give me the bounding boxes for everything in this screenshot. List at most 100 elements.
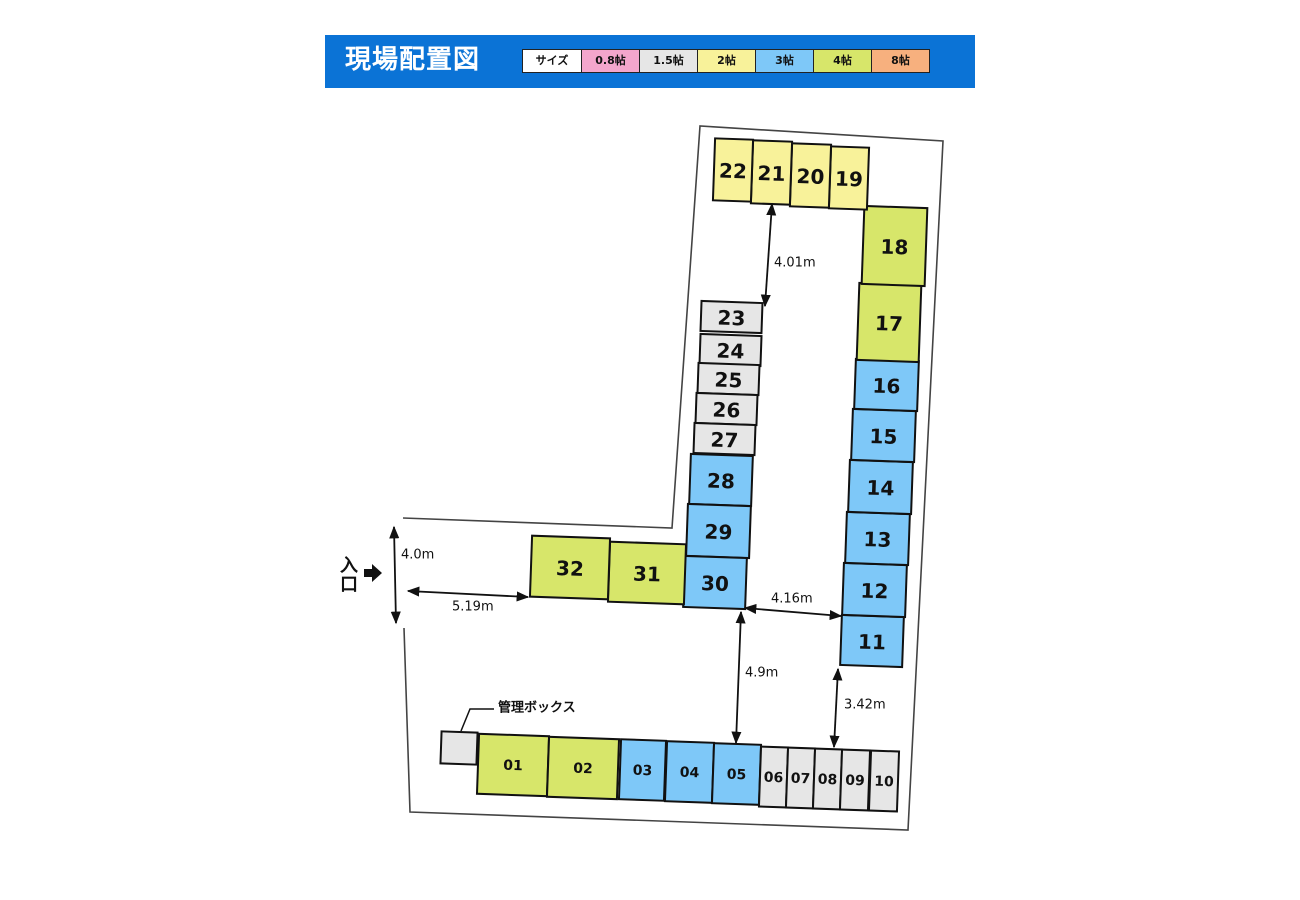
storage-unit-14: 14 [847,458,914,516]
unit-number: 10 [874,774,894,791]
unit-number: 14 [866,476,895,501]
unit-number: 22 [719,159,748,184]
unit-number: 20 [796,164,825,189]
storage-unit-24: 24 [698,332,763,368]
storage-unit-27: 27 [692,421,757,457]
unit-box [860,204,929,288]
storage-unit-15: 15 [850,407,917,464]
storage-unit-22: 22 [711,137,755,203]
site-boundary [402,125,944,831]
unit-number: 19 [835,167,864,192]
unit-box [545,735,621,801]
unit-number: 01 [503,758,523,775]
unit-number: 30 [701,571,730,596]
entrance-arrow-icon [364,564,382,582]
unit-number: 06 [763,770,783,787]
dim-middle-aisle: 4.16m [771,592,813,607]
unit-number: 32 [556,556,585,581]
header-bar: 現場配置図 サイズ 0.8帖 1.5帖 2帖 3帖 4帖 8帖 [325,35,975,88]
unit-number: 05 [726,767,746,784]
unit-box [867,749,901,813]
unit-number: 17 [875,311,904,336]
dim-line-entrance-width [389,525,401,625]
storage-unit-19: 19 [827,145,871,211]
dim-entrance-width: 4.0m [401,548,434,563]
storage-unit-20: 20 [788,142,833,209]
storage-unit-08: 08 [811,747,844,811]
storage-unit-03: 03 [617,738,668,802]
unit-number: 18 [880,235,909,260]
storage-unit-21: 21 [749,139,794,206]
storage-unit-26: 26 [694,391,759,427]
storage-unit-10: 10 [867,749,901,813]
unit-number: 08 [817,772,837,789]
storage-unit-31: 31 [606,540,688,606]
legend-size-label: サイズ [523,50,581,72]
storage-unit-07: 07 [784,746,817,810]
unit-number: 16 [872,374,901,399]
unit-number: 27 [710,428,739,453]
legend-4jo: 4帖 [813,50,871,72]
storage-unit-01: 01 [475,732,551,798]
unit-number: 25 [714,368,743,393]
unit-number: 13 [863,527,892,552]
legend-8jo: 8帖 [871,50,929,72]
unit-number: 03 [632,763,652,780]
storage-unit-04: 04 [663,740,716,804]
unit-number: 07 [790,771,810,788]
unit-box [711,137,755,203]
storage-unit-18: 18 [860,204,929,288]
unit-box [692,421,757,457]
page-title: 現場配置図 [345,45,481,75]
dim-entrance-to-block: 5.19m [452,600,494,615]
unit-number: 04 [679,765,699,782]
entrance-label-char-1: 入 [340,556,358,577]
unit-number: 09 [845,773,865,790]
unit-number: 02 [573,761,593,778]
storage-unit-06: 06 [757,745,790,809]
legend-3jo: 3帖 [755,50,813,72]
storage-unit-29: 29 [685,502,752,560]
management-box [439,730,479,766]
storage-unit-13: 13 [844,510,911,567]
dim-line-entrance-to-block [406,586,530,602]
unit-number: 12 [860,579,889,604]
storage-unit-02: 02 [545,735,621,801]
storage-unit-05: 05 [710,742,763,806]
storage-unit-11: 11 [839,613,905,669]
entrance-label-char-2: 口 [340,575,358,596]
storage-unit-09: 09 [838,748,872,812]
unit-number: 21 [757,161,786,186]
dim-line-upper-aisle [760,202,777,308]
legend-2jo: 2帖 [697,50,755,72]
unit-box [838,748,872,812]
management-box-leader [460,708,494,732]
unit-number: 26 [712,398,741,423]
storage-unit-12: 12 [841,561,908,619]
dim-line-lower-aisle-right [829,667,843,749]
management-box-label: 管理ボックス [498,700,576,716]
dim-line-lower-aisle-left [731,610,746,745]
unit-number: 23 [717,306,746,331]
storage-unit-25: 25 [696,361,761,397]
dim-upper-aisle: 4.01m [774,256,816,271]
unit-box [528,534,612,601]
unit-number: 31 [633,562,662,587]
dim-lower-aisle-right: 3.42m [844,698,886,713]
unit-number: 29 [704,520,733,545]
unit-number: 24 [716,339,745,364]
storage-unit-17: 17 [855,281,923,364]
unit-box [699,299,764,335]
storage-unit-30: 30 [682,554,748,611]
legend-1-5jo: 1.5帖 [639,50,697,72]
storage-unit-32: 32 [528,534,612,601]
dim-lower-aisle-left: 4.9m [745,666,778,681]
storage-unit-28: 28 [688,452,754,508]
unit-number: 28 [707,469,736,494]
unit-number: 11 [858,630,887,655]
unit-box [617,738,668,802]
dim-line-middle-aisle [743,603,843,621]
size-legend: サイズ 0.8帖 1.5帖 2帖 3帖 4帖 8帖 [522,49,930,73]
storage-unit-16: 16 [853,357,920,413]
